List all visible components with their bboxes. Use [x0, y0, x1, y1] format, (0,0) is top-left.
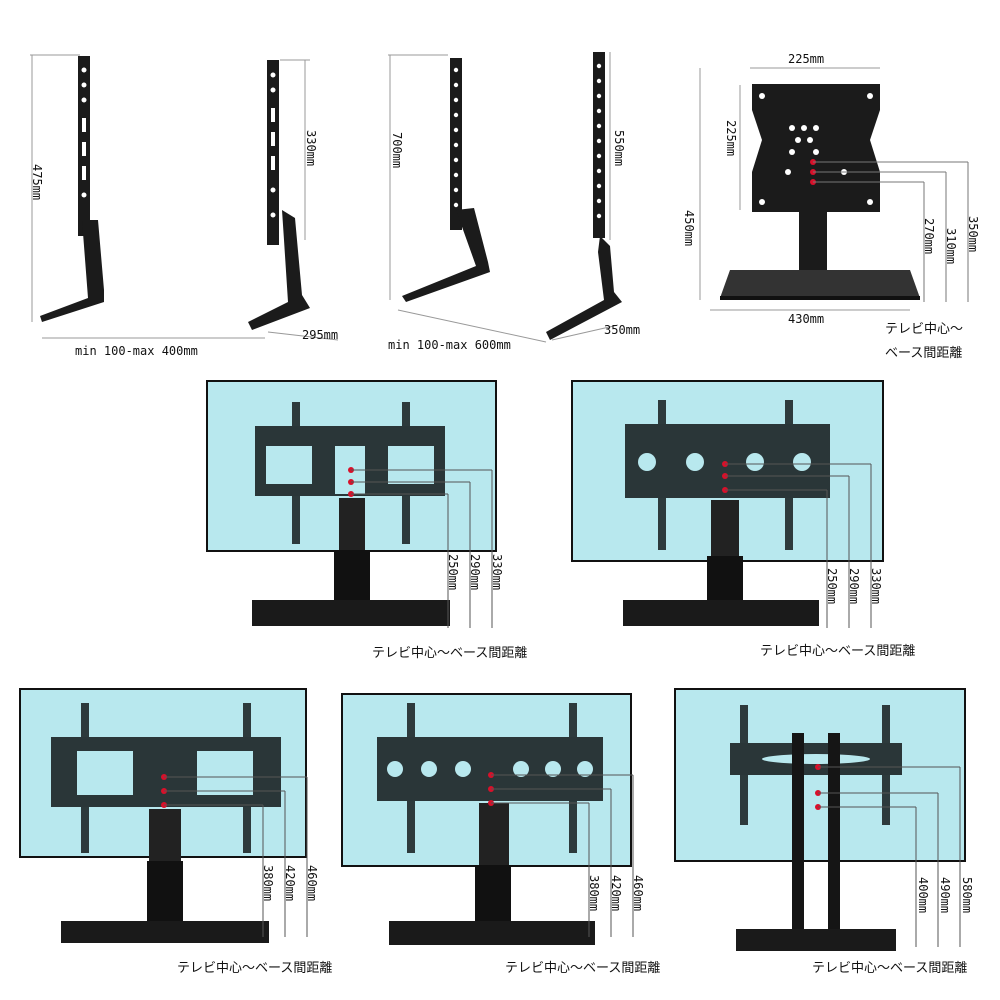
stand-a-drawing	[30, 54, 339, 341]
stand-c-distance-350: 350mm	[966, 216, 980, 253]
mount-drawing	[377, 703, 634, 945]
stand-c-plate-width-label: 225mm	[788, 52, 825, 66]
distance-label-3: 330mm	[490, 554, 504, 591]
mount-panel-bottom-3: 400mm 490mm 580mm テレビ中心～ベース間距離	[670, 685, 998, 985]
distance-label-1: 250mm	[446, 554, 460, 591]
distance-caption: テレビ中心～ベース間距離	[760, 644, 916, 659]
mount-panel-middle-1: 250mm 290mm 330mm テレビ中心～ベース間距離	[200, 378, 560, 668]
distance-caption: テレビ中心～ベース間距離	[505, 961, 661, 976]
distance-label-3: 460mm	[631, 875, 645, 912]
distance-label-2: 420mm	[283, 865, 297, 902]
stand-c-drawing	[699, 67, 969, 311]
distance-label-1: 400mm	[916, 877, 930, 914]
distance-label-2: 490mm	[938, 877, 952, 914]
stand-a-arm-height-label: 330mm	[304, 130, 318, 167]
stand-c-base-width-label: 430mm	[788, 312, 825, 326]
distance-label-3: 580mm	[960, 877, 974, 914]
stand-c-plate-height-label: 225mm	[724, 120, 738, 157]
stand-c-distance-270: 270mm	[922, 218, 936, 255]
stand-c-distance-310: 310mm	[944, 228, 958, 265]
distance-label-2: 290mm	[468, 554, 482, 591]
stand-c-total-height-label: 450mm	[682, 210, 696, 247]
distance-caption: テレビ中心～ベース間距離	[372, 646, 528, 661]
distance-caption: テレビ中心～ベース間距離	[177, 961, 333, 976]
distance-label-2: 290mm	[847, 568, 861, 605]
stand-a-height-label: 475mm	[30, 164, 44, 201]
stand-b-arm-height-label: 550mm	[612, 130, 626, 167]
stand-b-depth-label: 350mm	[604, 323, 641, 337]
distance-label-3: 460mm	[305, 865, 319, 902]
mount-drawing	[51, 703, 308, 943]
distance-label-1: 380mm	[587, 875, 601, 912]
mount-drawing	[730, 705, 961, 951]
distance-label-3: 330mm	[869, 568, 883, 605]
stand-c-caption-line2: ベース間距離	[885, 346, 963, 361]
stand-a-range-label: min 100-max 400mm	[75, 344, 198, 358]
distance-label-2: 420mm	[609, 875, 623, 912]
stand-a-diagram: 475mm 330mm 295mm min 100-max 400mm	[20, 40, 350, 360]
stand-b-range-label: min 100-max 600mm	[388, 338, 511, 352]
stand-c-diagram: 225mm 225mm 450mm 430mm 270mm 310mm 350m…	[680, 40, 995, 365]
distance-caption: テレビ中心～ベース間距離	[812, 961, 968, 976]
mount-drawing	[623, 400, 872, 628]
mount-panel-middle-2: 250mm 290mm 330mm テレビ中心～ベース間距離	[565, 378, 945, 668]
mount-drawing	[252, 402, 493, 628]
distance-label-1: 250mm	[825, 568, 839, 605]
distance-label-1: 380mm	[261, 865, 275, 902]
stand-b-diagram: 700mm 550mm 350mm min 100-max 600mm	[378, 40, 678, 360]
stand-b-drawing	[388, 52, 622, 343]
stand-c-caption-line1: テレビ中心～	[885, 322, 964, 337]
mount-panel-bottom-1: 380mm 420mm 460mm テレビ中心～ベース間距離	[15, 685, 345, 985]
stand-a-depth-label: 295mm	[302, 328, 339, 342]
stand-b-height-label: 700mm	[390, 132, 404, 169]
mount-panel-bottom-2: 380mm 420mm 460mm テレビ中心～ベース間距離	[337, 685, 677, 985]
